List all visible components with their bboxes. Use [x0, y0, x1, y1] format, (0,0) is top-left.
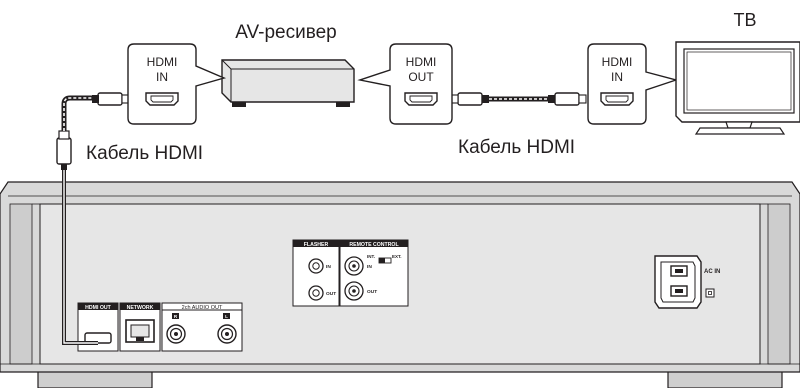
class-ii-icon — [705, 288, 715, 298]
av-receiver: AV-ресивер — [221, 22, 355, 107]
receiver-hdmi-out-callout: HDMI OUT — [357, 43, 453, 125]
receiver-out-label-1: HDMI — [406, 55, 437, 69]
player-foot-left — [37, 369, 153, 388]
hdmi-cable-right — [450, 92, 587, 106]
audio-r-label: R — [174, 314, 178, 319]
receiver-hdmi-in-callout: HDMI IN — [127, 43, 227, 125]
audio-l-label: L — [225, 314, 228, 319]
remote-out-label: OUT — [367, 289, 377, 295]
ac-in-label: AC IN — [704, 269, 720, 275]
av-receiver-label: AV-ресивер — [235, 22, 336, 43]
remote-ext-label: EXT. — [392, 254, 402, 259]
tv-in-label-1: HDMI — [602, 55, 633, 69]
network-block: NETWORK — [119, 302, 161, 352]
flasher-in-label: IN — [326, 264, 331, 270]
remote-int-label: INT. — [367, 254, 375, 259]
remote-control-label: REMOTE CONTROL — [349, 242, 399, 248]
cable-label-left: Кабель HDMI — [86, 143, 203, 164]
cable-label-right: Кабель HDMI — [458, 137, 575, 158]
hdmi-cable-left — [56, 92, 130, 345]
audio-out-label: 2ch AUDIO OUT — [182, 305, 223, 311]
hdmi-plug-receiver-in — [97, 92, 123, 106]
audio-out-block: 2ch AUDIO OUT R L — [161, 302, 243, 352]
receiver-in-label-2: IN — [156, 70, 168, 84]
remote-in-label: IN — [367, 264, 372, 270]
ac-in-block: AC IN — [654, 255, 720, 309]
flasher-in-jack — [308, 258, 324, 274]
flasher-block: FLASHER IN OUT — [292, 239, 340, 307]
tv-in-label-2: IN — [611, 70, 623, 84]
hdmi-plug-vertical — [56, 137, 72, 165]
player-rear-panel: HDMI OUT NETWORK 2ch AUDIO OUT R L — [0, 181, 800, 388]
receiver-out-label-2: OUT — [408, 70, 434, 84]
tv-stand — [694, 127, 786, 135]
flasher-out-jack — [308, 285, 324, 301]
flasher-label: FLASHER — [304, 242, 329, 248]
receiver-in-label-1: HDMI — [147, 55, 178, 69]
hdmi-plug-tv-in — [554, 92, 580, 106]
tv-label: ТВ — [733, 10, 756, 30]
flasher-out-label: OUT — [326, 291, 336, 297]
hdmi-out-label: HDMI OUT — [85, 305, 111, 311]
player-foot-right — [667, 369, 783, 388]
hdmi-plug-receiver-out — [457, 92, 483, 106]
network-label: NETWORK — [127, 305, 154, 311]
remote-control-block: REMOTE CONTROL INT. EXT. IN OUT — [339, 239, 409, 307]
tv-hdmi-in-callout: HDMI IN — [587, 43, 679, 125]
tv: ТВ — [675, 10, 800, 135]
